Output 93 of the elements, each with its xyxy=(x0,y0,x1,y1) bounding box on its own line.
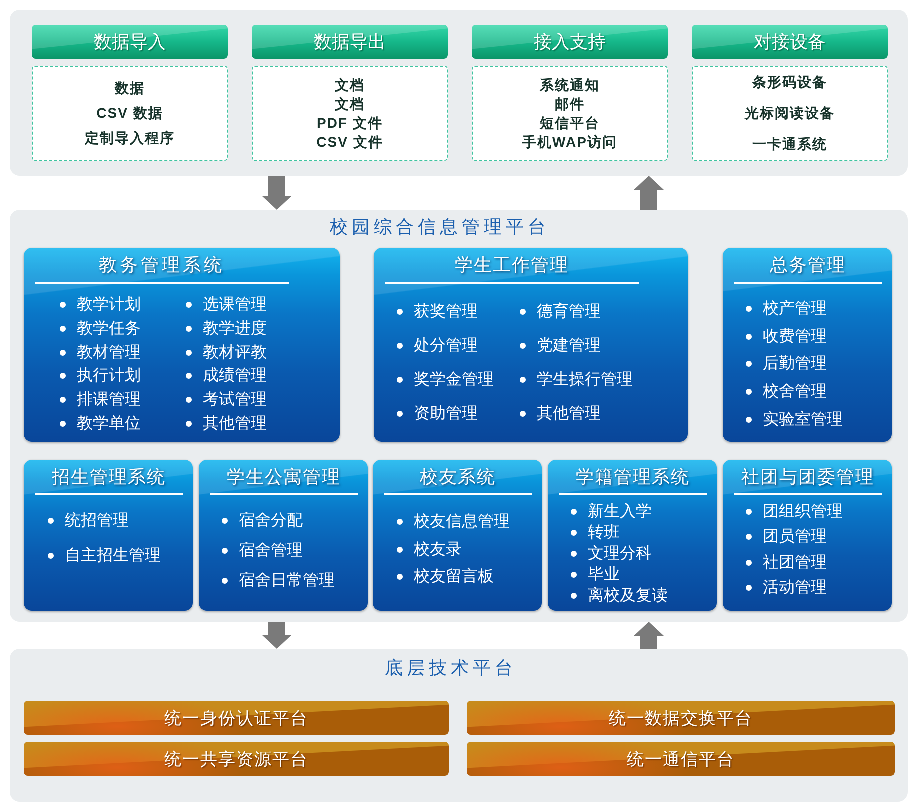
list-item: 其他管理 xyxy=(537,404,601,424)
layer-panel xyxy=(10,649,908,802)
panel-title: 招生管理系统 xyxy=(52,467,166,489)
list-item: 系统通知 xyxy=(540,76,600,94)
list-item: 邮件 xyxy=(555,94,585,114)
list-item: 校友信息管理 xyxy=(414,512,510,532)
list-item: 后勤管理 xyxy=(763,354,827,374)
list-item: 教学进度 xyxy=(203,319,267,338)
list-item: 手机WAP访问 xyxy=(522,132,618,152)
list-item: 执行计划 xyxy=(77,366,141,386)
item-list-box xyxy=(692,66,888,161)
list-item: 条形码设备 xyxy=(752,73,828,92)
list-item: 排课管理 xyxy=(77,390,141,410)
list-item: 学生操行管理 xyxy=(537,370,633,390)
list-item: 校舍管理 xyxy=(763,382,827,402)
panel-title: 校友系统 xyxy=(420,467,496,489)
list-item: 转班 xyxy=(588,523,620,543)
arrow xyxy=(634,622,664,649)
platform-bar: 统一通信平台 xyxy=(467,742,895,776)
platform-bar: 统一数据交换平台 xyxy=(467,701,895,735)
module-panel xyxy=(374,248,688,442)
list-item: 选课管理 xyxy=(203,295,267,315)
list-item: 教学任务 xyxy=(77,319,141,338)
platform-bar: 统一身份认证平台 xyxy=(24,701,449,735)
list-item: 获奖管理 xyxy=(414,302,478,322)
platform-bar: 统一共享资源平台 xyxy=(24,742,449,776)
list-item: 资助管理 xyxy=(414,404,478,424)
list-item: 宿舍管理 xyxy=(239,541,303,561)
list-item: 校产管理 xyxy=(763,299,827,319)
layer-panel xyxy=(10,10,908,176)
panel-title: 学生工作管理 xyxy=(455,255,569,277)
list-item: 宿舍日常管理 xyxy=(239,571,335,591)
list-item: 处分管理 xyxy=(414,336,478,356)
list-item: 校友录 xyxy=(414,540,462,560)
list-item: 新生入学 xyxy=(588,502,652,522)
list-item: 定制导入程序 xyxy=(85,129,175,148)
list-item: 团员管理 xyxy=(763,528,827,547)
list-item: 统招管理 xyxy=(65,511,129,531)
panel-title: 社团与团委管理 xyxy=(742,467,874,489)
list-item: 收费管理 xyxy=(763,327,827,346)
module-panel xyxy=(199,460,368,611)
list-item: PDF 文件 xyxy=(317,114,383,132)
item-list-box xyxy=(472,66,668,161)
panel-title: 学籍管理系统 xyxy=(576,467,690,489)
panel-title: 总务管理 xyxy=(770,255,846,277)
list-item: 教学计划 xyxy=(77,295,141,315)
list-item: 文档 xyxy=(335,94,365,114)
layer-title: 底层技术平台 xyxy=(385,658,517,680)
panel-title: 教务管理系统 xyxy=(99,255,225,277)
list-item: 成绩管理 xyxy=(203,366,267,386)
module-panel xyxy=(373,460,542,611)
list-item: 奖学金管理 xyxy=(414,370,494,390)
arrow xyxy=(262,622,292,649)
list-item: 文理分科 xyxy=(588,544,652,564)
list-item: CSV 数据 xyxy=(96,104,164,123)
list-item: 校友留言板 xyxy=(414,567,494,587)
arrow xyxy=(262,176,292,210)
list-item: 宿舍分配 xyxy=(239,511,303,531)
item-list-box xyxy=(252,66,448,161)
section-header: 数据导出 xyxy=(252,25,448,59)
layer-panel xyxy=(10,210,908,622)
section-header: 接入支持 xyxy=(472,25,668,59)
list-item: 教材管理 xyxy=(77,343,141,362)
list-item: 其他管理 xyxy=(203,414,267,434)
module-panel xyxy=(548,460,717,611)
layer-title: 校园综合信息管理平台 xyxy=(330,217,550,239)
panel-title: 学生公寓管理 xyxy=(227,467,341,489)
section-header: 数据导入 xyxy=(32,25,228,59)
list-item: 党建管理 xyxy=(537,336,601,356)
list-item: CSV 文件 xyxy=(316,132,384,152)
list-item: 短信平台 xyxy=(540,114,600,132)
list-item: 教材评教 xyxy=(203,343,267,362)
list-item: 活动管理 xyxy=(763,578,827,598)
list-item: 德育管理 xyxy=(537,302,601,322)
list-item: 实验室管理 xyxy=(763,410,843,430)
module-panel xyxy=(723,248,892,442)
list-item: 光标阅读设备 xyxy=(745,104,835,123)
list-item: 社团管理 xyxy=(763,553,827,572)
list-item: 教学单位 xyxy=(77,414,141,434)
list-item: 考试管理 xyxy=(203,390,267,410)
module-panel xyxy=(723,460,892,611)
section-header: 对接设备 xyxy=(692,25,888,59)
list-item: 数据 xyxy=(115,79,145,98)
module-panel xyxy=(24,460,193,611)
list-item: 毕业 xyxy=(588,565,620,585)
list-item: 团组织管理 xyxy=(763,502,843,522)
arrow xyxy=(634,176,664,210)
list-item: 自主招生管理 xyxy=(65,546,161,566)
item-list-box xyxy=(32,66,228,161)
list-item: 一卡通系统 xyxy=(752,135,828,154)
list-item: 文档 xyxy=(335,76,365,94)
module-panel xyxy=(24,248,340,442)
list-item: 离校及复读 xyxy=(588,586,668,606)
